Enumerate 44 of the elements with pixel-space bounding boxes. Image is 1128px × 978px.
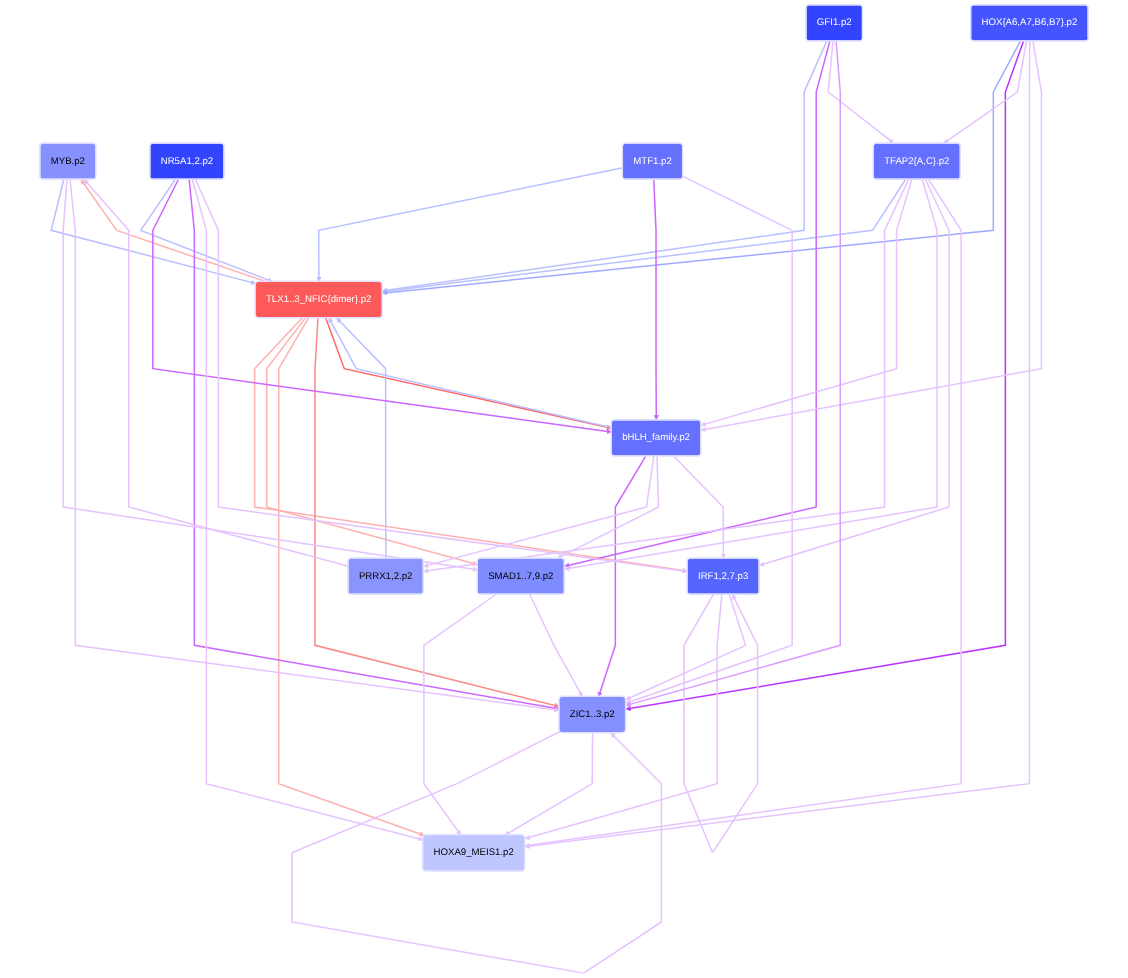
arrow bbox=[139, 178, 273, 283]
arrow bbox=[423, 593, 497, 836]
arrow bbox=[625, 593, 747, 701]
arrow bbox=[423, 455, 655, 568]
arrow bbox=[194, 178, 688, 574]
arrow bbox=[62, 178, 478, 572]
arrow bbox=[673, 455, 726, 559]
arrow bbox=[80, 179, 268, 283]
arrow bbox=[382, 40, 828, 293]
arrow bbox=[943, 40, 1028, 144]
arrow bbox=[191, 178, 424, 842]
arrow bbox=[69, 178, 560, 713]
arrow bbox=[683, 593, 759, 854]
arrow bbox=[50, 178, 256, 285]
arrow bbox=[504, 732, 594, 836]
arrow bbox=[625, 40, 1025, 712]
arrow bbox=[564, 178, 938, 572]
arrow bbox=[524, 593, 723, 840]
arrow bbox=[423, 178, 910, 574]
arrow bbox=[277, 317, 425, 837]
arrow bbox=[524, 178, 962, 848]
arrow bbox=[759, 178, 950, 567]
arrow bbox=[336, 317, 387, 560]
arrow bbox=[556, 455, 660, 559]
arrow bbox=[253, 317, 688, 574]
arrow bbox=[382, 40, 1022, 296]
arrow bbox=[382, 178, 907, 294]
arrow bbox=[265, 317, 478, 566]
arrow bbox=[188, 178, 560, 711]
arrow bbox=[291, 730, 663, 974]
arrow bbox=[83, 179, 350, 568]
arrow bbox=[827, 40, 895, 144]
arrow bbox=[700, 178, 913, 427]
arrow bbox=[152, 178, 612, 434]
arrow bbox=[316, 166, 624, 282]
arrow bbox=[625, 175, 793, 705]
arrow bbox=[314, 317, 560, 708]
arrow bbox=[652, 178, 659, 421]
arrow bbox=[700, 40, 1043, 432]
arrow bbox=[529, 593, 583, 697]
arrow bbox=[564, 40, 831, 568]
arrow bbox=[625, 40, 841, 707]
arrow bbox=[597, 455, 647, 697]
arrow bbox=[524, 40, 1031, 849]
